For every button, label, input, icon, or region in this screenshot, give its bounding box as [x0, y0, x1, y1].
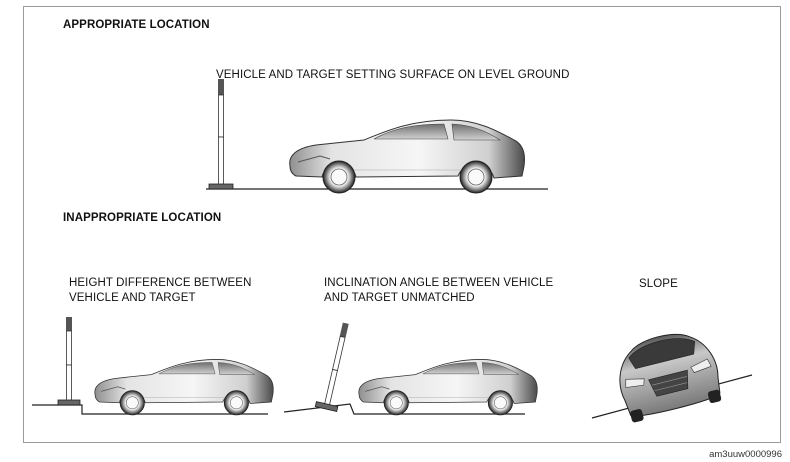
slope-scene	[591, 333, 753, 423]
figure-reference-id: am3uuw0000996	[709, 449, 782, 460]
height-difference-caption-line1: HEIGHT DIFFERENCE BETWEEN	[69, 277, 252, 289]
stepped-ground-line	[32, 404, 268, 415]
vehicle-side-view-small	[358, 359, 538, 416]
vehicle-front-view	[619, 333, 722, 423]
target-stand-raised	[57, 316, 81, 406]
uneven-ground-line	[283, 403, 525, 415]
target-stand	[208, 78, 234, 190]
appropriate-location-heading: APPROPRIATE LOCATION	[63, 19, 210, 31]
level-ground-scene	[206, 78, 548, 194]
inclination-caption-line2: AND TARGET UNMATCHED	[324, 292, 475, 304]
level-ground-caption: VEHICLE AND TARGET SETTING SURFACE ON LE…	[216, 69, 570, 81]
vehicle-side-view	[289, 119, 526, 194]
inappropriate-location-heading: INAPPROPRIATE LOCATION	[63, 212, 222, 224]
height-difference-caption-line2: VEHICLE AND TARGET	[69, 292, 196, 304]
inclination-caption-line1: INCLINATION ANGLE BETWEEN VEHICLE	[324, 277, 554, 289]
height-difference-scene	[32, 316, 274, 416]
inclination-scene	[283, 320, 538, 416]
target-stand-tilted	[314, 320, 357, 412]
slope-caption: SLOPE	[639, 278, 678, 290]
figure-frame	[23, 6, 781, 443]
vehicle-side-view-small	[94, 359, 274, 416]
